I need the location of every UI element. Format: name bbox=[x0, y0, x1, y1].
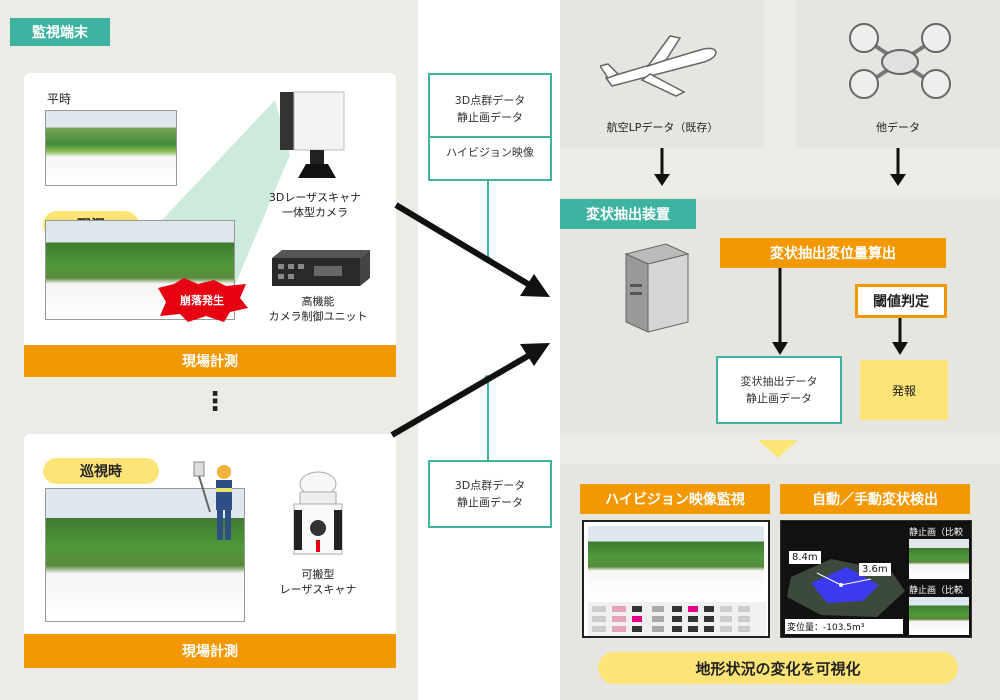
scanner-label-line2: 一体型カメラ bbox=[282, 206, 348, 219]
transmission-box-2-line1: 3D点群データ bbox=[454, 479, 526, 492]
portable-scanner-label-line1: 可搬型 bbox=[301, 568, 335, 581]
controller-label-line2: カメラ制御ユニット bbox=[268, 310, 368, 323]
worker-with-scanner-icon bbox=[193, 461, 232, 540]
extraction-output-line1: 変状抽出データ bbox=[740, 375, 818, 388]
hd-monitor-control-panel bbox=[588, 602, 766, 636]
drone-icon bbox=[849, 23, 951, 99]
extraction-output-box: 変状抽出データ 静止画データ bbox=[716, 356, 842, 424]
hd-monitor-screen bbox=[582, 520, 770, 638]
reference-before-image bbox=[909, 539, 969, 579]
scanner-label-line1: 3Dレーザスキャナ bbox=[268, 191, 362, 204]
server-icon bbox=[624, 243, 690, 333]
transmission-box-1-line1: 3D点群データ bbox=[454, 93, 526, 107]
monitoring-terminal-title: 監視端末 bbox=[10, 18, 110, 46]
site-measurement-footer-1: 現場計測 bbox=[24, 345, 396, 377]
hd-monitor-title: ハイビジョン映像監視 bbox=[580, 484, 770, 514]
continuation-ellipsis: ⋮ bbox=[202, 387, 228, 417]
detection-title: 自動／手動変状検出 bbox=[780, 484, 970, 514]
portable-scanner-label: 可搬型 レーザスキャナ bbox=[268, 567, 368, 597]
site-measurement-footer-2: 現場計測 bbox=[24, 634, 396, 668]
distance-label-a: 8.4m bbox=[789, 551, 821, 564]
normal-time-photo bbox=[45, 110, 177, 186]
flow-down-triangle bbox=[758, 440, 798, 458]
patrol-time-label: 巡視時 bbox=[43, 458, 159, 484]
normal-time-label: 平時 bbox=[47, 92, 72, 106]
alert-box: 発報 bbox=[860, 360, 948, 420]
calc-displacement-label: 変状抽出変位量算出 bbox=[720, 238, 946, 268]
extraction-device-title: 変状抽出装置 bbox=[560, 199, 696, 229]
other-source-label: 他データ bbox=[876, 121, 920, 134]
airplane-icon bbox=[600, 35, 717, 97]
reference-after-image bbox=[909, 597, 969, 635]
aerial-source-panel bbox=[560, 0, 764, 148]
alert-label: 発報 bbox=[891, 383, 916, 398]
controller-label: 高機能 カメラ制御ユニット bbox=[258, 294, 378, 324]
connector-line-1 bbox=[487, 179, 489, 259]
controller-label-line1: 高機能 bbox=[301, 295, 335, 308]
collapse-badge-icon bbox=[158, 278, 248, 322]
collapse-badge-text: 崩落発生 bbox=[180, 294, 224, 307]
transmission-box-1-line3: ハイビジョン映像 bbox=[446, 145, 534, 159]
connector-line-2 bbox=[487, 378, 489, 460]
patrol-time-photo bbox=[45, 488, 245, 622]
threshold-label: 閾値判定 bbox=[873, 294, 929, 310]
displacement-readout: 変位量：-103.5m³ bbox=[785, 619, 903, 634]
aerial-source-label: 航空LPデータ（既存） bbox=[606, 121, 719, 134]
portable-scanner-label-line2: レーザスキャナ bbox=[279, 583, 357, 596]
hd-monitor-video bbox=[588, 526, 764, 596]
extraction-output-line2: 静止画データ bbox=[746, 392, 812, 405]
laser-scanner-camera-icon bbox=[280, 91, 345, 178]
transmission-box-1-line2: 静止画データ bbox=[457, 110, 523, 124]
transmission-box-1-divider bbox=[430, 135, 550, 138]
visualize-terrain-banner: 地形状況の変化を可視化 bbox=[598, 652, 958, 684]
portable-scanner-icon bbox=[293, 471, 343, 555]
camera-controller-icon bbox=[272, 250, 370, 286]
transmission-box-1: 3D点群データ 静止画データ ハイビジョン映像 bbox=[428, 73, 552, 181]
scanner-label: 3Dレーザスキャナ 一体型カメラ bbox=[260, 190, 370, 220]
transmission-box-2-line2: 静止画データ bbox=[457, 496, 523, 509]
threshold-box: 閾値判定 bbox=[855, 284, 947, 318]
distance-label-b: 3.6m bbox=[859, 563, 891, 576]
transmission-box-2: 3D点群データ 静止画データ bbox=[428, 460, 552, 528]
detection-screen: 8.4m 3.6m 変位量：-103.5m³ 静止画（比較元） 静止画（比較先） bbox=[780, 520, 972, 638]
